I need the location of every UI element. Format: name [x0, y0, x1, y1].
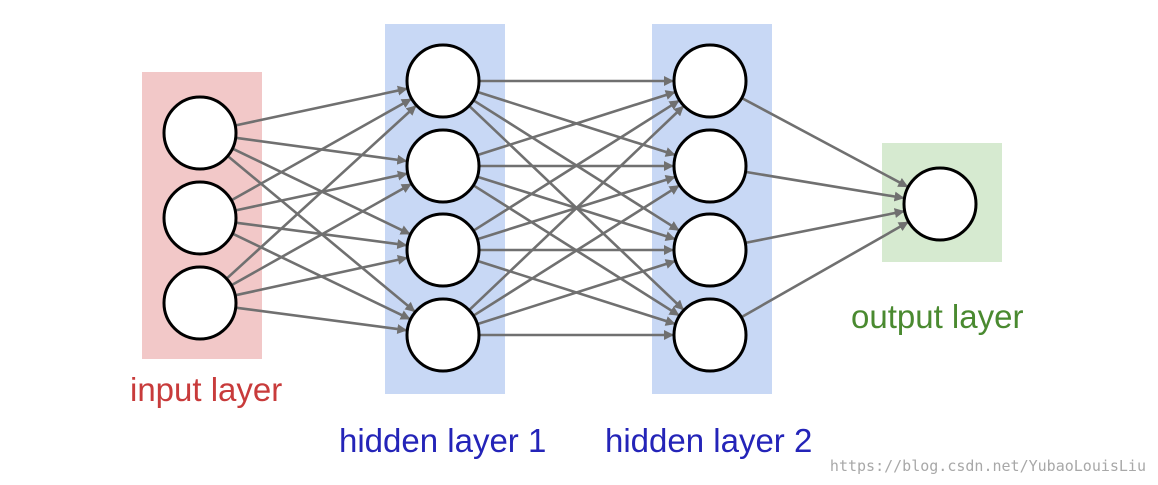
edge-hidden1-4-to-hidden2-1 — [468, 105, 685, 312]
hidden1-neuron-1 — [405, 43, 481, 119]
connections — [225, 76, 909, 340]
edge-input-3-to-hidden1-1 — [225, 105, 417, 280]
hidden2-neuron-4 — [672, 297, 748, 373]
edge-input-3-to-hidden1-2 — [230, 183, 412, 287]
edge-hidden1-2-to-hidden2-1 — [476, 90, 676, 157]
edge-hidden1-3-to-hidden2-1 — [472, 99, 680, 232]
neurons — [162, 43, 978, 373]
hidden1-neuron-3 — [405, 212, 481, 288]
hidden1-neuron-2 — [405, 128, 481, 204]
hidden1-neuron-4 — [405, 297, 481, 373]
input-neuron-1 — [162, 95, 238, 171]
hidden-layer-1-label: hidden layer 1 — [339, 422, 546, 459]
output-layer-label: output layer — [851, 298, 1023, 335]
hidden2-neuron-3 — [672, 212, 748, 288]
edge-hidden2-4-to-output-1 — [740, 221, 909, 319]
edge-hidden1-4-to-hidden2-3 — [476, 259, 676, 326]
edge-input-1-to-hidden1-1 — [234, 85, 408, 127]
input-layer-label: input layer — [130, 371, 282, 408]
edge-input-2-to-hidden1-1 — [230, 98, 412, 202]
edge-input-3-to-hidden1-4 — [235, 306, 408, 334]
edge-hidden2-2-to-output-1 — [745, 170, 905, 202]
hidden2-neuron-1 — [672, 43, 748, 119]
edge-hidden2-1-to-output-1 — [741, 96, 909, 188]
edge-hidden1-4-to-hidden2-2 — [472, 184, 680, 317]
input-neuron-2 — [162, 180, 238, 256]
output-neuron-1 — [902, 166, 978, 242]
edge-hidden2-3-to-output-1 — [745, 208, 905, 245]
watermark-text: https://blog.csdn.net/YubaoLouisLiu — [830, 457, 1146, 475]
input-neuron-3 — [162, 265, 238, 341]
hidden-layer-2-label: hidden layer 2 — [605, 422, 812, 459]
edge-input-3-to-hidden1-3 — [234, 254, 408, 297]
hidden2-neuron-2 — [672, 128, 748, 204]
